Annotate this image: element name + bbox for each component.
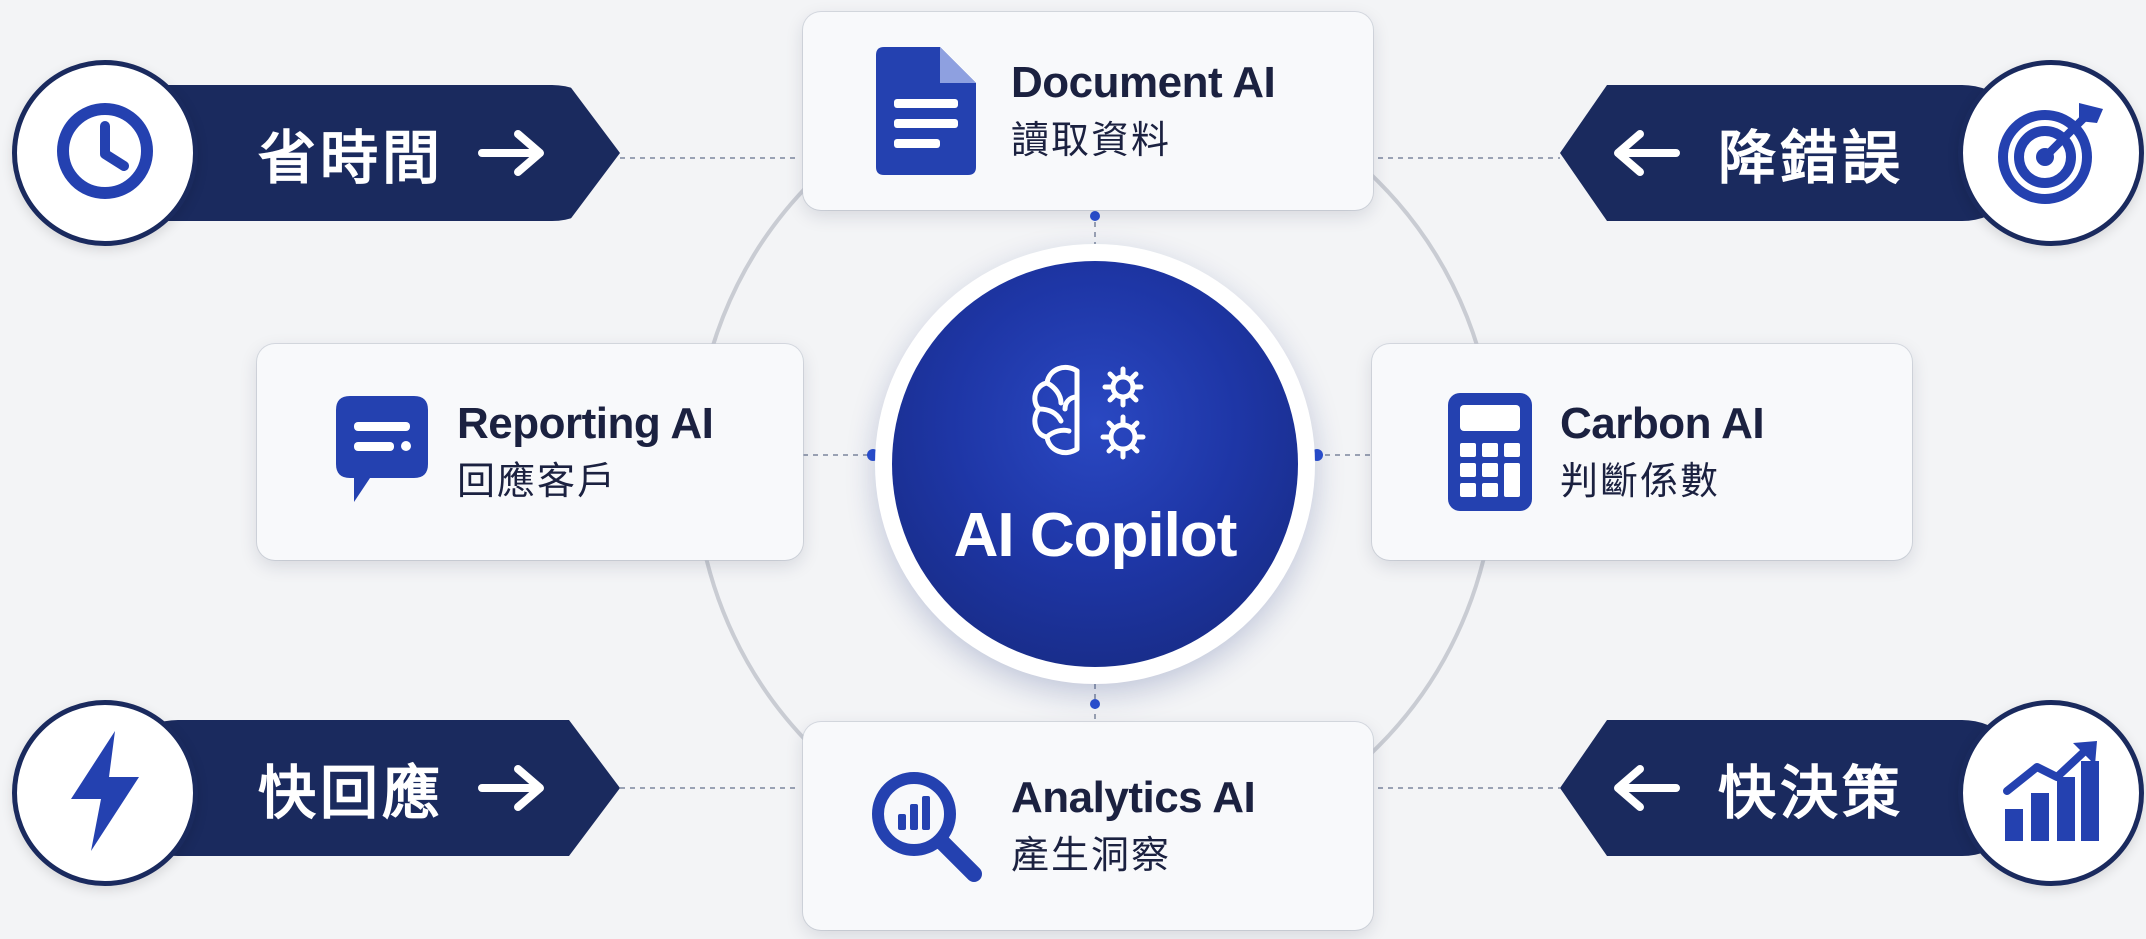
benefit-label: 降錯誤 xyxy=(1718,126,1905,191)
left-arrow-icon xyxy=(1612,130,1680,176)
document-ai-card: Document AI 讀取資料 xyxy=(803,12,1373,210)
card-title: Reporting AI xyxy=(457,398,714,448)
analytics-search-icon xyxy=(841,768,1011,884)
hub-title: AI Copilot xyxy=(953,501,1238,570)
benefit-pill-fast-decision: 快決策 xyxy=(1560,720,2030,856)
brain-gears-icon xyxy=(1025,357,1165,482)
analytics-ai-card: Analytics AI 產生洞察 xyxy=(803,722,1373,930)
benefit-label: 快決策 xyxy=(1718,761,1905,826)
left-arrow-icon xyxy=(1612,765,1680,811)
card-title: Analytics AI xyxy=(1011,772,1256,822)
benefit-label: 快回應 xyxy=(258,761,445,826)
carbon-ai-card: Carbon AI 判斷係數 xyxy=(1372,344,1912,560)
reporting-ai-card: Reporting AI 回應客戶 xyxy=(257,344,803,560)
growth-chart-circle xyxy=(1958,700,2144,886)
target-circle xyxy=(1958,60,2144,246)
target-icon xyxy=(1995,95,2107,212)
card-subtitle: 判斷係數 xyxy=(1560,461,1721,504)
benefit-label: 省時間 xyxy=(258,126,445,191)
connector-dot xyxy=(1090,699,1100,709)
benefit-pill-reduce-errors: 降錯誤 xyxy=(1560,85,2030,221)
right-arrow-icon xyxy=(478,765,546,811)
card-subtitle: 讀取資料 xyxy=(1011,120,1172,163)
right-arrow-icon xyxy=(478,130,546,176)
lightning-icon xyxy=(65,730,145,856)
document-icon xyxy=(841,47,1011,175)
chat-icon xyxy=(307,396,457,508)
lightning-circle xyxy=(12,700,198,886)
clock-icon xyxy=(50,96,160,211)
card-title: Carbon AI xyxy=(1560,398,1765,448)
connector-dot xyxy=(1090,211,1100,221)
card-title: Document AI xyxy=(1011,57,1276,107)
card-subtitle: 產生洞察 xyxy=(1011,835,1172,878)
growth-chart-icon xyxy=(2001,739,2101,848)
card-subtitle: 回應客戶 xyxy=(457,461,618,504)
calculator-icon xyxy=(1420,393,1560,511)
ai-copilot-hub: AI Copilot xyxy=(892,261,1298,667)
clock-circle xyxy=(12,60,198,246)
